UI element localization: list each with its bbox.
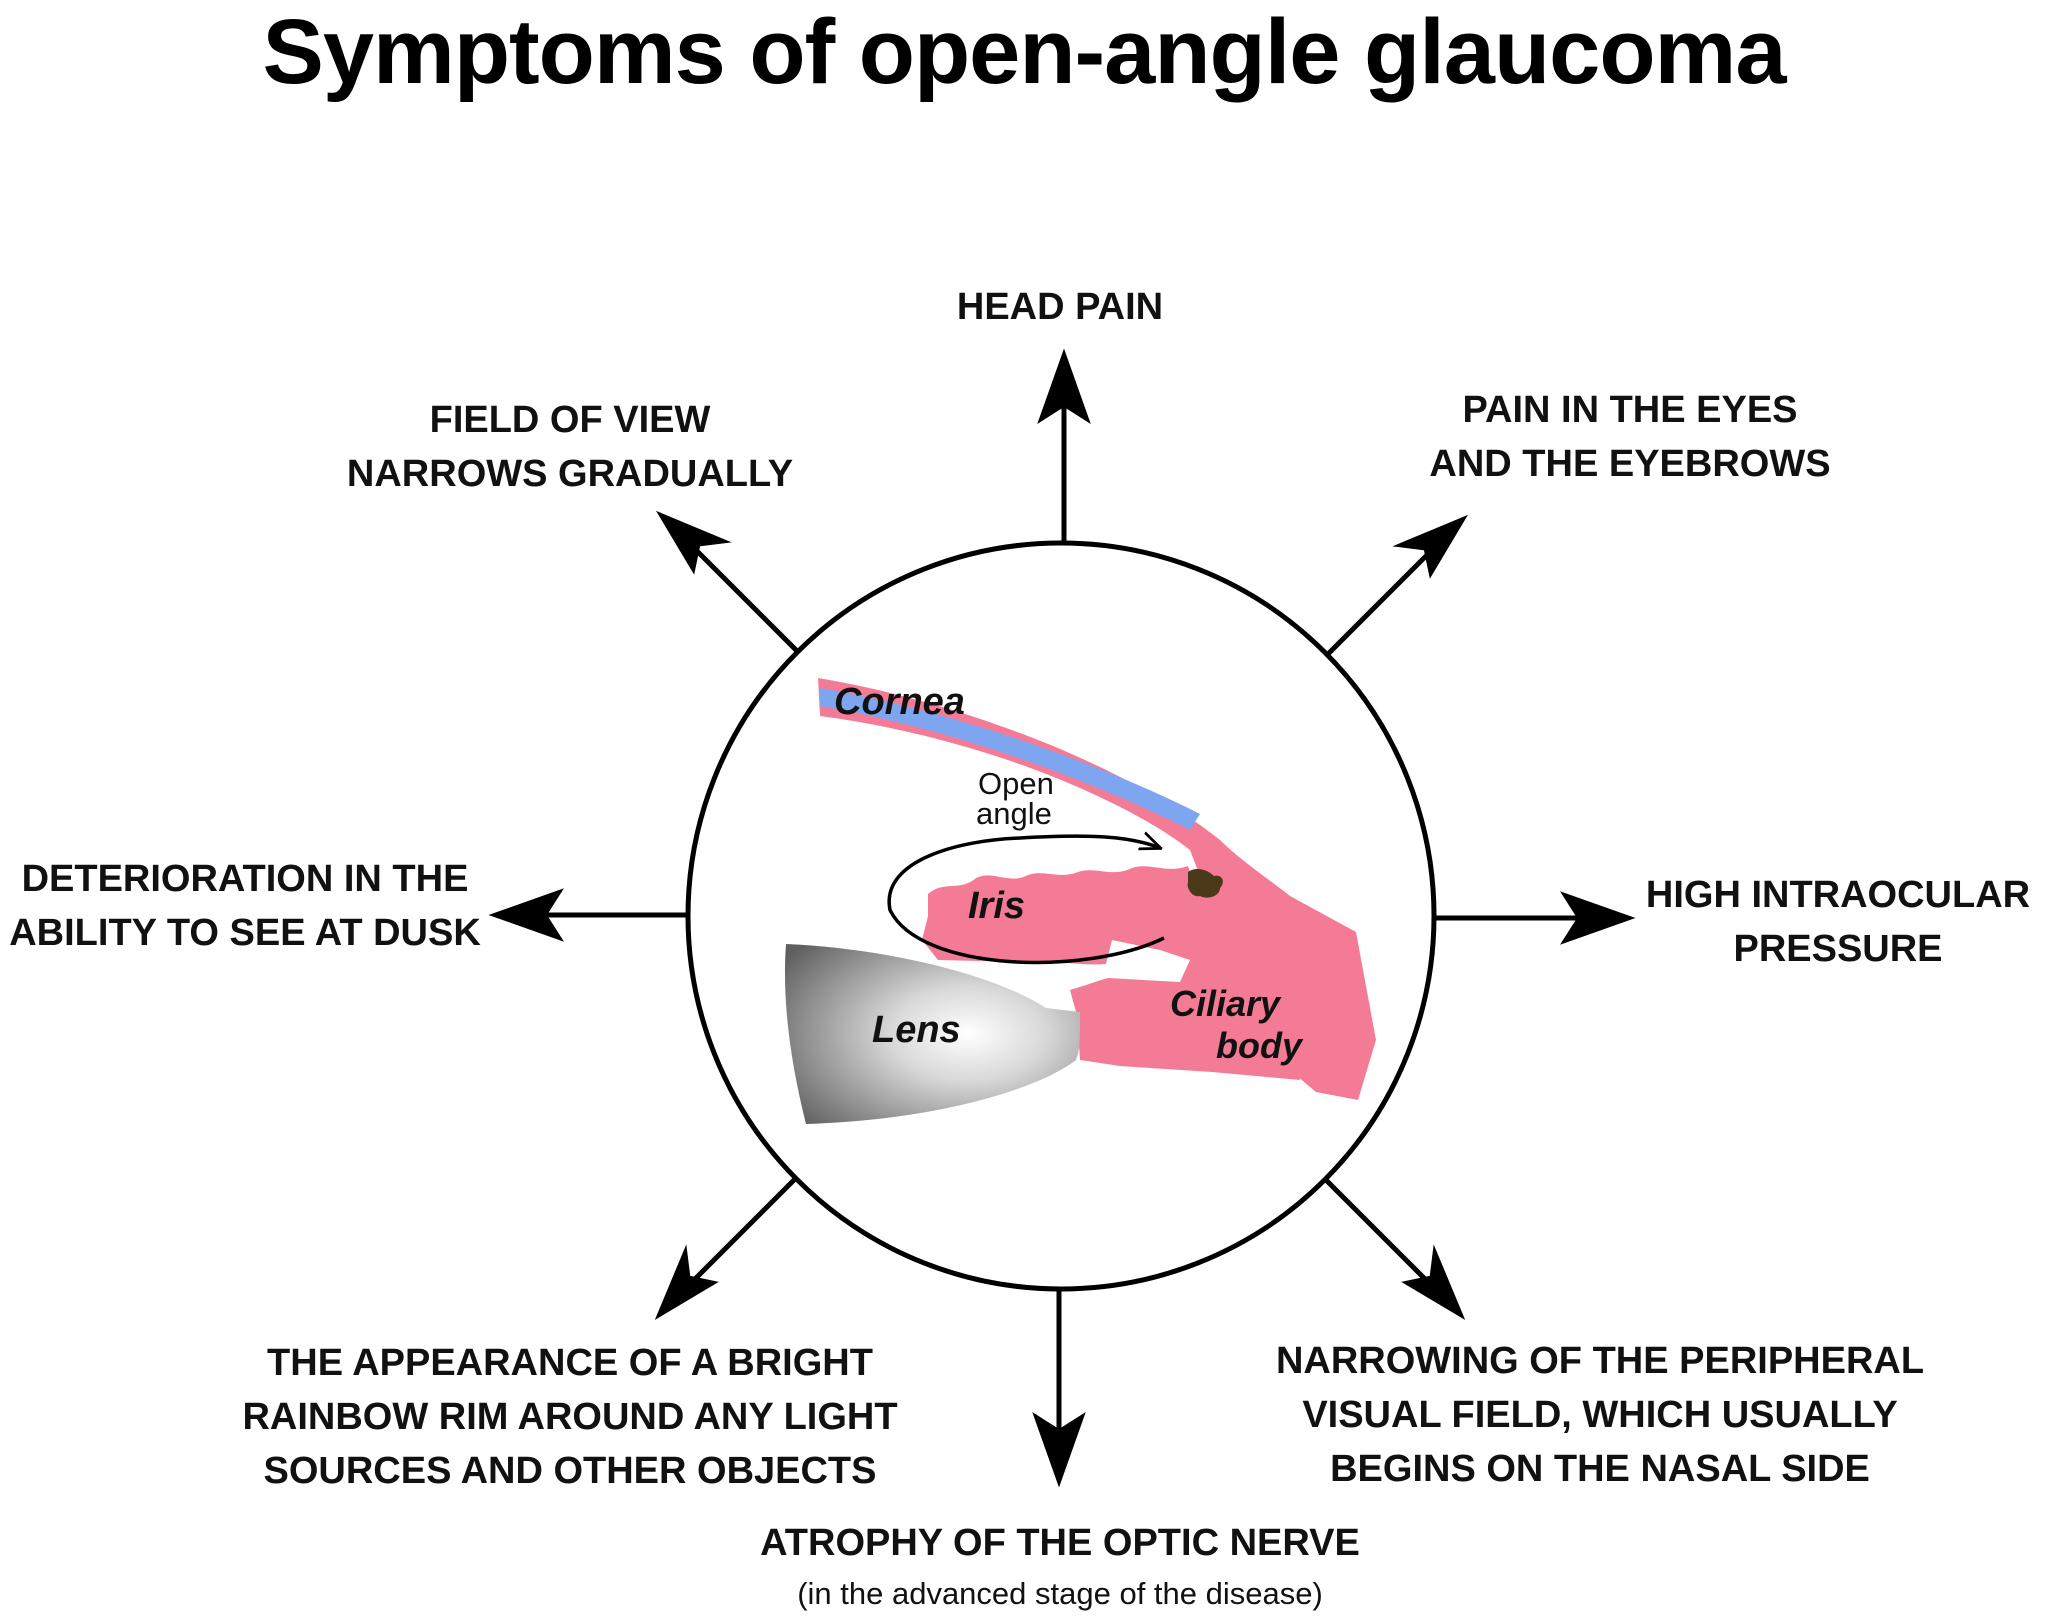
symptom-rainbow-rim: THE APPEARANCE OF A BRIGHT RAINBOW RIM A… (190, 1336, 950, 1498)
symptom-peripheral-narrowing: NARROWING OF THE PERIPHERAL VISUAL FIELD… (1230, 1334, 1970, 1496)
symptom-field-of-view: FIELD OF VIEW NARROWS GRADUALLY (300, 393, 840, 501)
open-angle-arrow (887, 836, 1165, 965)
symptom-dusk-vision: DETERIORATION IN THE ABILITY TO SEE AT D… (0, 852, 490, 960)
iris-edge (928, 866, 1200, 920)
symptom-line: THE APPEARANCE OF A BRIGHT (267, 1342, 873, 1384)
symptom-line: HEAD PAIN (956, 286, 1164, 328)
arrowhead-bottom-left (654, 1244, 719, 1321)
arrowhead-top (1037, 348, 1091, 425)
label-open-angle-line1: Open (978, 766, 1054, 801)
label-open-angle-line2: angle (976, 796, 1052, 831)
symptom-line: PAIN IN THE EYES (1462, 389, 1798, 431)
symptom-optic-nerve: ATROPHY OF THE OPTIC NERVE (700, 1516, 1420, 1570)
symptom-line: NARROWING OF THE PERIPHERAL (1275, 1340, 1925, 1382)
arrow-group (488, 348, 1636, 1488)
arrowhead-top-left (655, 510, 732, 575)
symptom-line: SOURCES AND OTHER OBJECTS (263, 1450, 877, 1492)
arrowhead-right (1559, 891, 1636, 945)
symptom-intraocular-pressure: HIGH INTRAOCULAR PRESSURE (1632, 868, 2044, 976)
label-iris: Iris (968, 885, 1025, 927)
symptom-line: HIGH INTRAOCULAR (1645, 874, 2031, 916)
symptom-line: PRESSURE (1733, 928, 1943, 970)
label-ciliary-line1: Ciliary (1170, 983, 1282, 1024)
arrowhead-bottom (1032, 1411, 1086, 1488)
symptom-line: BEGINS ON THE NASAL SIDE (1330, 1448, 1870, 1490)
lens-shape (784, 944, 1080, 1124)
symptom-head-pain: HEAD PAIN (900, 280, 1220, 334)
pigment-deposit (1187, 869, 1223, 898)
label-cornea: Cornea (834, 681, 965, 723)
symptom-eye-pain: PAIN IN THE EYES AND THE EYEBROWS (1380, 383, 1880, 491)
arrowhead-top-right (1392, 514, 1469, 579)
page-title: Symptoms of open-angle glaucoma (262, 1, 1787, 103)
symptom-line: VISUAL FIELD, WHICH USUALLY (1302, 1394, 1898, 1436)
arrowhead-left (488, 888, 565, 942)
arrowhead-bottom-right (1401, 1244, 1466, 1321)
symptom-line: DETERIORATION IN THE (21, 858, 469, 900)
symptom-optic-nerve-note: (in the advanced stage of the disease) (797, 1576, 1323, 1611)
ciliary-body (1076, 998, 1300, 1080)
symptom-line: AND THE EYEBROWS (1429, 443, 1831, 485)
symptom-line: RAINBOW RIM AROUND ANY LIGHT (242, 1396, 898, 1438)
label-ciliary-line2: body (1216, 1025, 1304, 1066)
symptom-line: NARROWS GRADUALLY (346, 453, 794, 495)
symptom-line: FIELD OF VIEW (429, 399, 711, 441)
symptom-line: ATROPHY OF THE OPTIC NERVE (760, 1522, 1360, 1564)
label-lens: Lens (872, 1009, 961, 1051)
cornea-band (820, 688, 1200, 830)
symptom-line: ABILITY TO SEE AT DUSK (9, 912, 481, 954)
eye-anatomy (784, 678, 1376, 1124)
